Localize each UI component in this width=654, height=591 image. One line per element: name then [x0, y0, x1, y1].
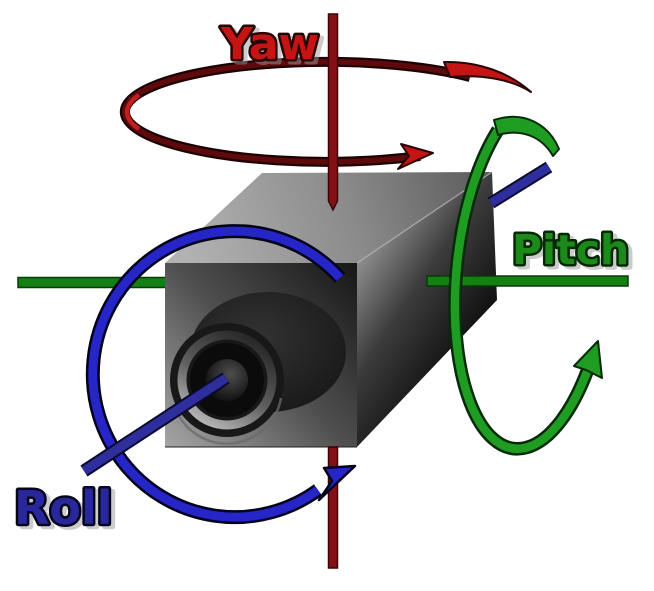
- roll-axis-back-line: [488, 163, 552, 207]
- roll-arrowhead: [317, 464, 357, 502]
- roll-axis-front: [80, 372, 230, 477]
- pitch-label-shadow: Pitch: [516, 229, 633, 277]
- pitch-axis-left: [17, 276, 171, 289]
- roll-label-shadow: Roll: [18, 484, 117, 538]
- yaw-axis-bottom: [327, 446, 339, 569]
- roll-axis-back: [487, 161, 553, 209]
- labels: Yaw Yaw Pitch Pitch Roll Roll: [12, 17, 636, 541]
- yaw-rotation-arrow: [119, 56, 532, 170]
- pitch-rotation-arrow: [448, 115, 603, 456]
- lens-metal-ring: [177, 330, 277, 430]
- camera-top-face: [165, 172, 492, 263]
- roll-rotation-arrow: [85, 224, 357, 525]
- pitch-swoosh-tail: [493, 115, 560, 157]
- roll-label: Roll: [14, 481, 113, 535]
- yaw-label: Yaw: [220, 19, 319, 70]
- roll-axis-front-line: [81, 374, 229, 475]
- pitch-axis-right: [426, 275, 629, 287]
- pitch-arc: [450, 127, 592, 454]
- pitch-label: Pitch: [512, 226, 629, 274]
- yaw-arrowhead: [397, 143, 434, 170]
- yaw-axis: [327, 13, 339, 569]
- yaw-axis-top: [327, 13, 339, 212]
- yaw-arc-highlight: [124, 93, 141, 131]
- roll-arc: [88, 226, 344, 522]
- yaw-arc: [122, 59, 471, 165]
- yaw-label-shadow: Yaw: [224, 22, 323, 73]
- lens-bottom-rim-highlight: [173, 397, 283, 445]
- yaw-swoosh-tail: [443, 60, 532, 93]
- pitch-arrowhead: [573, 340, 603, 379]
